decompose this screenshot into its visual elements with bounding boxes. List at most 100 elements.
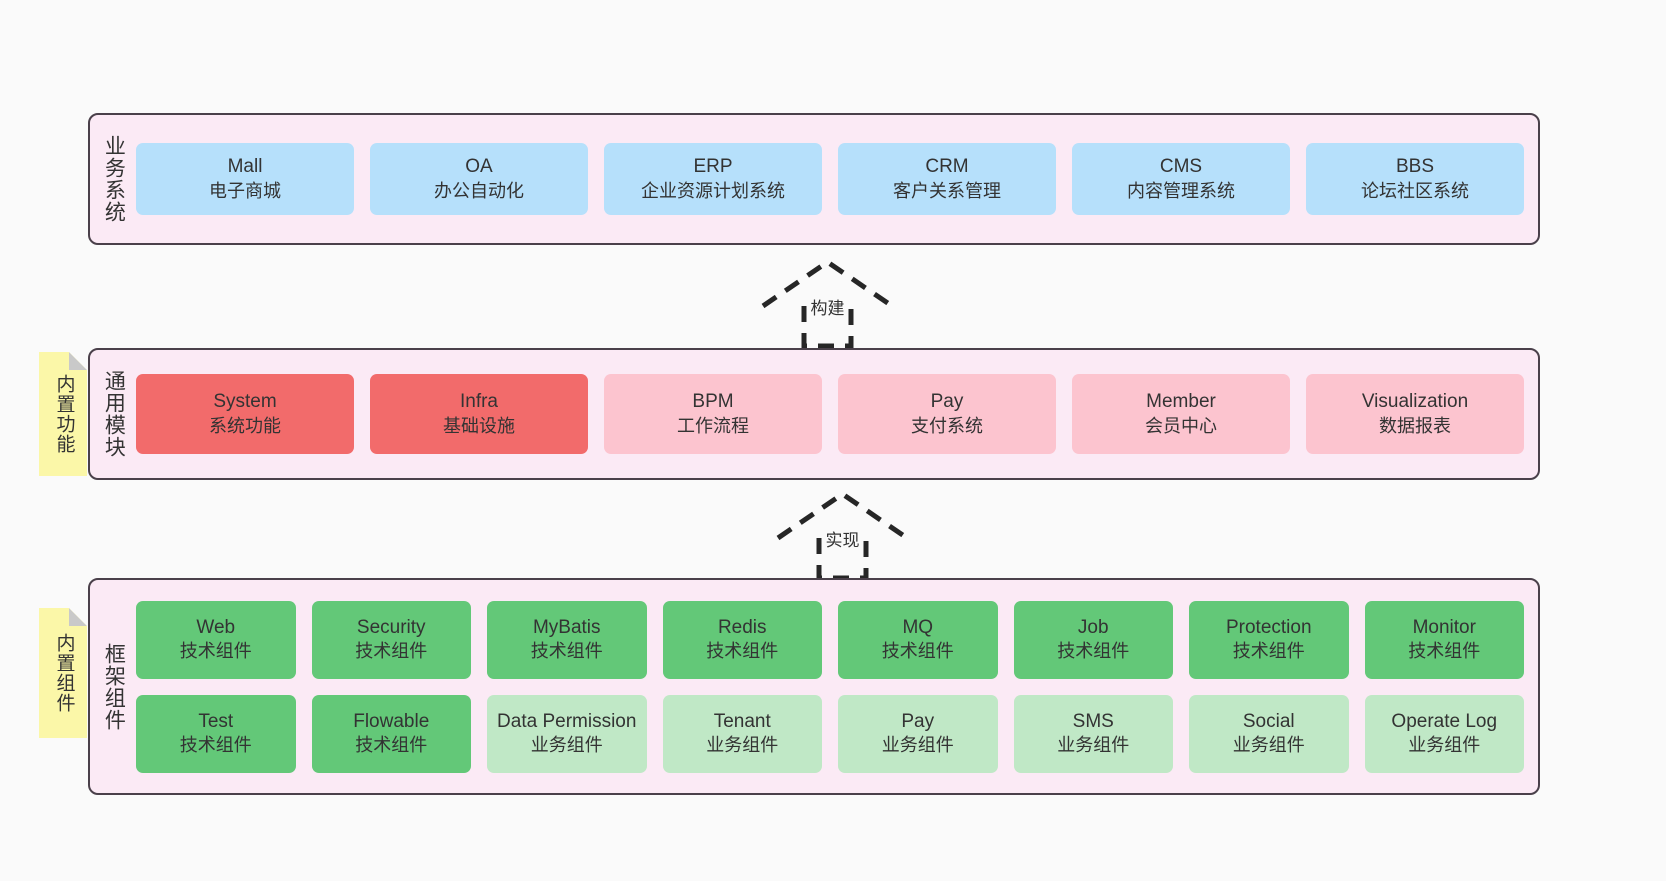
node-title-cn: 技术组件 xyxy=(1232,641,1305,662)
node-cms[interactable]: CMS 内容管理系统 xyxy=(1072,143,1290,215)
node-title-en: OA xyxy=(465,156,493,178)
node-title-en: Operate Log xyxy=(1391,710,1498,732)
arrow-label-implement: 实现 xyxy=(823,526,862,551)
node-title-cn: 工作流程 xyxy=(677,415,749,436)
layer-framework-components: 框架组件 Web 技术组件 Security 技术组件 MyBatis 技术组件… xyxy=(88,578,1540,795)
node-title-en: Web xyxy=(196,616,236,638)
node-test[interactable]: Test 技术组件 xyxy=(136,694,296,773)
node-security[interactable]: Security 技术组件 xyxy=(311,600,471,679)
node-title-cn: 数据报表 xyxy=(1379,415,1451,436)
layer-common-module: 通用模块 System 系统功能 Infra 基础设施 BPM 工作流程 Pay… xyxy=(88,348,1540,480)
node-title-cn: 技术组件 xyxy=(530,641,603,662)
node-title-cn: 技术组件 xyxy=(355,735,428,756)
node-title-cn: 技术组件 xyxy=(179,735,252,756)
node-title-en: Data Permission xyxy=(497,710,637,732)
node-title-cn: 技术组件 xyxy=(179,641,252,662)
node-monitor[interactable]: Monitor 技术组件 xyxy=(1364,600,1524,679)
node-title-en: ERP xyxy=(693,156,733,178)
node-title-cn: 基础设施 xyxy=(443,415,515,436)
node-job[interactable]: Job 技术组件 xyxy=(1013,600,1173,679)
layer-business-system: 业务系统 Mall 电子商城 OA 办公自动化 ERP 企业资源计划系统 CRM… xyxy=(88,113,1540,245)
arrow-label-build: 构建 xyxy=(808,294,847,319)
node-title-en: Security xyxy=(356,616,426,638)
node-web[interactable]: Web 技术组件 xyxy=(136,600,296,679)
generalization-arrow-icon xyxy=(761,258,894,349)
node-title-cn: 会员中心 xyxy=(1145,415,1217,436)
node-operate-log[interactable]: Operate Log 业务组件 xyxy=(1364,694,1524,773)
node-title-cn: 客户关系管理 xyxy=(893,180,1001,201)
node-redis[interactable]: Redis 技术组件 xyxy=(662,600,822,679)
layer-title-framework-components: 框架组件 xyxy=(102,642,126,731)
node-title-en: Pay xyxy=(901,710,935,732)
node-row: Mall 电子商城 OA 办公自动化 ERP 企业资源计划系统 CRM 客户关系… xyxy=(136,143,1524,215)
node-mq[interactable]: MQ 技术组件 xyxy=(838,600,998,679)
folded-corner-icon xyxy=(69,352,87,370)
node-title-en: Test xyxy=(198,710,234,732)
node-tenant[interactable]: Tenant 业务组件 xyxy=(662,694,822,773)
node-title-en: MQ xyxy=(902,616,934,638)
node-protection[interactable]: Protection 技术组件 xyxy=(1189,600,1349,679)
node-title-en: Tenant xyxy=(713,710,771,732)
node-system[interactable]: System 系统功能 xyxy=(136,374,354,454)
node-title-cn: 支付系统 xyxy=(911,415,983,436)
node-title-cn: 企业资源计划系统 xyxy=(641,180,785,201)
node-social[interactable]: Social 业务组件 xyxy=(1189,694,1349,773)
node-title-en: Monitor xyxy=(1412,616,1476,638)
node-title-en: Redis xyxy=(717,616,767,638)
node-oa[interactable]: OA 办公自动化 xyxy=(370,143,588,215)
node-pay[interactable]: Pay 支付系统 xyxy=(838,374,1056,454)
node-title-cn: 业务组件 xyxy=(1057,735,1130,756)
node-member[interactable]: Member 会员中心 xyxy=(1072,374,1290,454)
node-title-en: Protection xyxy=(1225,616,1312,638)
node-title-cn: 技术组件 xyxy=(1057,641,1130,662)
node-data-permission[interactable]: Data Permission 业务组件 xyxy=(487,694,647,773)
node-title-en: Visualization xyxy=(1361,391,1469,413)
sticky-note-builtin-features: 内置功能 xyxy=(39,352,87,476)
sticky-note-builtin-components: 内置组件 xyxy=(39,608,87,738)
node-mybatis[interactable]: MyBatis 技术组件 xyxy=(487,600,647,679)
layer-body-framework-components: Web 技术组件 Security 技术组件 MyBatis 技术组件 Redi… xyxy=(136,580,1538,793)
node-title-en: Infra xyxy=(459,391,499,413)
node-title-en: Pay xyxy=(930,391,964,413)
layer-body-business-system: Mall 电子商城 OA 办公自动化 ERP 企业资源计划系统 CRM 客户关系… xyxy=(136,115,1538,243)
arrow-implement: 实现 xyxy=(770,490,915,581)
node-visualization[interactable]: Visualization 数据报表 xyxy=(1306,374,1524,454)
folded-corner-icon xyxy=(69,608,87,626)
node-title-en: BBS xyxy=(1395,156,1435,178)
node-bpm[interactable]: BPM 工作流程 xyxy=(604,374,822,454)
node-title-cn: 电子商城 xyxy=(209,180,281,201)
node-title-cn: 办公自动化 xyxy=(434,180,524,201)
node-infra[interactable]: Infra 基础设施 xyxy=(370,374,588,454)
node-title-cn: 技术组件 xyxy=(706,641,779,662)
node-title-cn: 业务组件 xyxy=(1408,735,1481,756)
node-flowable[interactable]: Flowable 技术组件 xyxy=(311,694,471,773)
node-title-en: Flowable xyxy=(353,710,430,732)
node-title-cn: 内容管理系统 xyxy=(1127,180,1235,201)
node-title-en: CMS xyxy=(1159,156,1203,178)
node-title-en: CRM xyxy=(925,156,969,178)
node-title-cn: 系统功能 xyxy=(209,415,281,436)
layer-body-common-module: System 系统功能 Infra 基础设施 BPM 工作流程 Pay 支付系统… xyxy=(136,350,1538,478)
sticky-note-label: 内置功能 xyxy=(53,374,75,454)
node-title-en: SMS xyxy=(1072,710,1114,732)
node-title-en: Job xyxy=(1077,616,1109,638)
node-title-en: BPM xyxy=(692,391,734,413)
sticky-note-label: 内置组件 xyxy=(53,633,75,713)
node-pay-biz[interactable]: Pay 业务组件 xyxy=(838,694,998,773)
node-title-cn: 业务组件 xyxy=(1232,735,1305,756)
layer-title-business-system: 业务系统 xyxy=(102,135,126,223)
node-title-en: MyBatis xyxy=(532,616,601,638)
arrow-build: 构建 xyxy=(755,258,900,349)
node-title-en: Member xyxy=(1146,391,1216,413)
node-mall[interactable]: Mall 电子商城 xyxy=(136,143,354,215)
node-erp[interactable]: ERP 企业资源计划系统 xyxy=(604,143,822,215)
node-title-cn: 论坛社区系统 xyxy=(1361,180,1469,201)
node-crm[interactable]: CRM 客户关系管理 xyxy=(838,143,1056,215)
node-bbs[interactable]: BBS 论坛社区系统 xyxy=(1306,143,1524,215)
node-title-cn: 业务组件 xyxy=(530,735,603,756)
layer-title-common-module: 通用模块 xyxy=(102,370,126,458)
node-title-cn: 技术组件 xyxy=(881,641,954,662)
node-sms[interactable]: SMS 业务组件 xyxy=(1013,694,1173,773)
node-row: Web 技术组件 Security 技术组件 MyBatis 技术组件 Redi… xyxy=(136,600,1524,679)
